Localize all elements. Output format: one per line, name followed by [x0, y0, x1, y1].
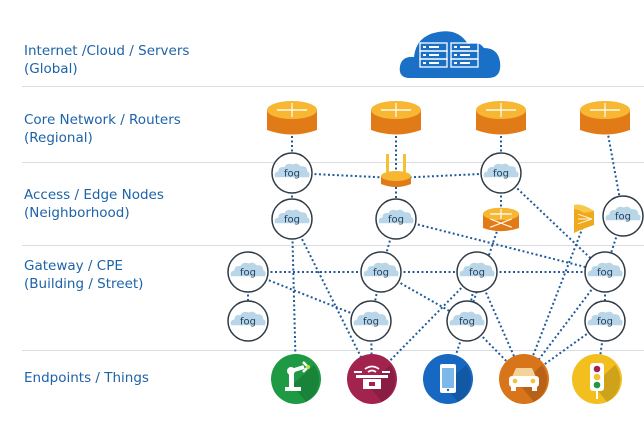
layer-divider: [22, 245, 644, 246]
fog-node: fog: [584, 251, 626, 293]
layer-label-gateway: Gateway / CPE (Building / Street): [24, 258, 144, 292]
fog-label: fog: [240, 268, 256, 279]
access-point-icon: [574, 204, 594, 233]
fog-node: fog: [602, 195, 644, 237]
fog-label: fog: [373, 268, 389, 279]
wireless-router-icon: [381, 154, 411, 187]
fog-node: fog: [446, 300, 488, 342]
car-icon: [499, 354, 549, 404]
fog-label: fog: [363, 317, 379, 328]
fog-label: fog: [240, 317, 256, 328]
router-1-icon: [267, 101, 317, 135]
robot-arm-icon: [271, 354, 321, 404]
fog-node: fog: [227, 251, 269, 293]
fog-node: fog: [271, 198, 313, 240]
fog-node: fog: [360, 251, 402, 293]
layer-label-core: Core Network / Routers (Regional): [24, 112, 181, 146]
fog-node: fog: [456, 251, 498, 293]
layer-label-endpoints: Endpoints / Things: [24, 370, 149, 386]
fog-node: fog: [584, 300, 626, 342]
network-link: [500, 172, 606, 273]
layer-divider: [22, 350, 644, 351]
fog-label: fog: [469, 268, 485, 279]
router-2-icon: [371, 101, 421, 135]
drone-icon: [347, 354, 397, 404]
smartphone-icon: [423, 354, 473, 404]
fog-label: fog: [284, 169, 300, 180]
network-link: [523, 320, 606, 380]
network-link: [291, 172, 397, 179]
cloud-server-icon: [399, 31, 501, 78]
network-link: [523, 218, 587, 380]
fog-label: fog: [597, 268, 613, 279]
fog-node: fog: [227, 300, 269, 342]
fog-node: fog: [350, 300, 392, 342]
fog-label: fog: [388, 215, 404, 226]
network-link: [291, 218, 373, 380]
fog-label: fog: [284, 215, 300, 226]
layer-divider: [22, 86, 644, 87]
fog-node: fog: [375, 198, 417, 240]
fog-label: fog: [493, 169, 509, 180]
router-3-icon: [476, 101, 526, 135]
fog-label: fog: [597, 317, 613, 328]
router-4-icon: [580, 101, 630, 135]
layer-label-access: Access / Edge Nodes (Neighborhood): [24, 187, 164, 221]
fog-label: fog: [615, 212, 631, 223]
layer-label-cloud: Internet /Cloud / Servers (Global): [24, 43, 190, 77]
fog-label: fog: [459, 317, 475, 328]
network-link: [604, 117, 624, 217]
fog-node: fog: [271, 152, 313, 194]
traffic-light-icon: [572, 354, 622, 404]
switch-router-icon: [483, 207, 519, 232]
layer-divider: [22, 162, 644, 163]
fog-node: fog: [480, 152, 522, 194]
